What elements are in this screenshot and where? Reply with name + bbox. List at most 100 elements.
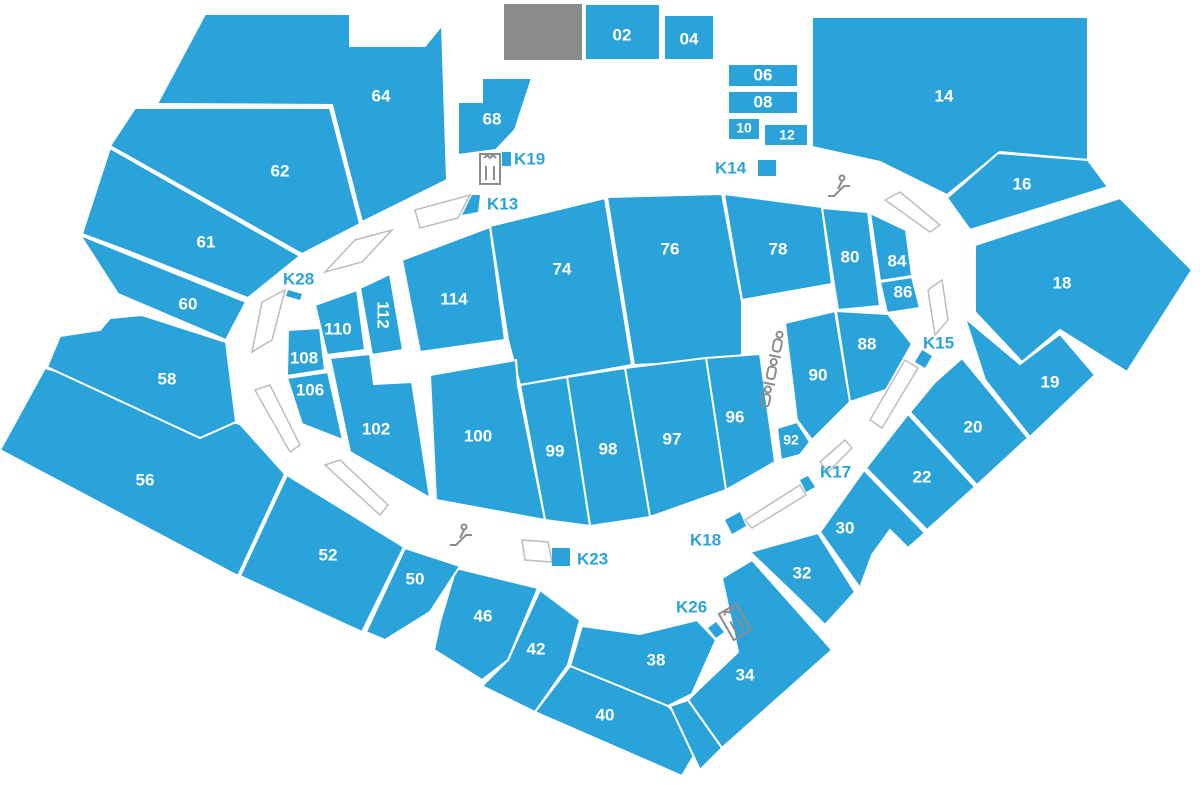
unit-label: 99 xyxy=(546,441,565,460)
unit-16[interactable]: 16 xyxy=(945,151,1110,232)
unit-34[interactable]: 34 xyxy=(686,558,834,750)
unit-06[interactable]: 06 xyxy=(727,63,799,88)
kiosk-k17-marker[interactable] xyxy=(800,476,815,492)
kiosk-k26[interactable]: K26 xyxy=(676,597,707,616)
unit-106[interactable]: 106 xyxy=(285,370,345,442)
kiosk-k14-marker[interactable] xyxy=(758,160,776,176)
unit-label: 114 xyxy=(440,289,468,308)
kiosk-k14[interactable]: K14 xyxy=(715,158,747,177)
unit-label: 32 xyxy=(793,563,812,582)
unit-label: 106 xyxy=(296,380,324,399)
unit-110[interactable]: 110 xyxy=(313,288,367,357)
unit-label: 76 xyxy=(661,239,680,258)
kiosk-k13[interactable]: K13 xyxy=(487,194,518,213)
unit-97[interactable]: 97 xyxy=(623,356,728,519)
kiosk-k19[interactable]: K19 xyxy=(514,149,545,168)
unit-02[interactable]: 02 xyxy=(584,3,661,61)
unit-label: 50 xyxy=(406,569,425,588)
unit-label: 92 xyxy=(783,432,799,448)
unit-90[interactable]: 90 xyxy=(783,309,852,442)
kiosk-k15[interactable]: K15 xyxy=(923,333,954,352)
escalator-icon xyxy=(828,174,850,197)
unit-label: 34 xyxy=(736,665,755,684)
unit-102[interactable]: 102 xyxy=(328,352,432,500)
unit-22[interactable]: 22 xyxy=(864,412,977,532)
unit-60[interactable]: 60 xyxy=(77,232,248,342)
unit-46[interactable]: 46 xyxy=(432,566,540,682)
unit-label: 52 xyxy=(319,545,338,564)
unit-label: 56 xyxy=(136,470,155,489)
unit-label: 06 xyxy=(754,65,773,84)
kiosk-k18-marker[interactable] xyxy=(725,512,746,534)
unit-52[interactable]: 52 xyxy=(238,473,406,634)
unit-label: 98 xyxy=(599,439,618,458)
restroom-icon xyxy=(760,330,784,408)
kiosk-k28-marker[interactable] xyxy=(286,290,302,300)
unit-68[interactable]: 68 xyxy=(457,77,534,157)
unit-34b[interactable] xyxy=(668,698,724,772)
unit-label: 86 xyxy=(894,282,913,301)
unit-58[interactable]: 58 xyxy=(45,313,238,440)
unit-61[interactable]: 61 xyxy=(80,146,302,300)
unit-label: 112 xyxy=(374,301,393,328)
escalator-icon xyxy=(450,523,472,546)
unit-label: 16 xyxy=(1013,174,1032,193)
elevator-icon xyxy=(479,153,501,185)
unit-label: 110 xyxy=(324,319,351,338)
unit-80[interactable]: 80 xyxy=(820,206,882,312)
kiosk-outlines xyxy=(250,191,949,563)
unit-62[interactable]: 62 xyxy=(108,107,362,256)
unit-label: 42 xyxy=(527,639,546,658)
unit-label: 20 xyxy=(964,417,983,436)
unit-108[interactable]: 108 xyxy=(285,326,327,378)
kiosk-k19-marker[interactable] xyxy=(502,152,511,166)
unavailable-unit xyxy=(504,4,582,60)
unit-label: 02 xyxy=(613,25,632,44)
unit-label: 102 xyxy=(362,419,390,438)
unit-86[interactable]: 86 xyxy=(878,275,922,315)
unit-78[interactable]: 78 xyxy=(722,192,834,302)
unit-label: 46 xyxy=(474,606,493,625)
unit-12[interactable]: 12 xyxy=(763,123,809,147)
unit-label: 12 xyxy=(779,127,795,143)
unit-32[interactable]: 32 xyxy=(748,531,857,627)
unit-64[interactable]: 64 xyxy=(155,13,449,224)
unit-label: 22 xyxy=(913,467,932,486)
kiosk-k28[interactable]: K28 xyxy=(283,269,314,288)
unit-100[interactable]: 100 xyxy=(428,358,547,522)
unit-label: 62 xyxy=(271,161,290,180)
unit-08[interactable]: 08 xyxy=(727,90,799,115)
unit-74[interactable]: 74 xyxy=(488,196,634,387)
kiosk-k13-marker[interactable] xyxy=(462,195,480,215)
unit-label: 60 xyxy=(179,294,198,313)
unit-label: 30 xyxy=(836,518,855,537)
unit-18[interactable]: 18 xyxy=(974,196,1194,374)
unit-label: 08 xyxy=(754,92,773,111)
kiosk-k26-marker[interactable] xyxy=(708,622,724,638)
kiosk-k17[interactable]: K17 xyxy=(820,462,851,481)
kiosk-k23-marker[interactable] xyxy=(552,548,570,566)
unit-label: 14 xyxy=(935,86,954,105)
unit-50[interactable]: 50 xyxy=(364,546,462,642)
unit-20[interactable]: 20 xyxy=(908,356,1030,487)
unit-112[interactable]: 112 xyxy=(358,272,405,357)
unit-label: 96 xyxy=(726,407,745,426)
unit-10[interactable]: 10 xyxy=(727,117,761,141)
unit-label: 90 xyxy=(809,365,828,384)
unit-76[interactable]: 76 xyxy=(605,192,743,367)
unit-30[interactable]: 30 xyxy=(818,468,927,591)
kiosk-k18[interactable]: K18 xyxy=(690,530,721,549)
unit-label: 80 xyxy=(841,247,860,266)
unit-114[interactable]: 114 xyxy=(400,225,507,354)
unit-label: 100 xyxy=(464,426,492,445)
unit-92[interactable]: 92 xyxy=(775,420,812,462)
unit-label: 74 xyxy=(553,259,572,278)
unit-19[interactable]: 19 xyxy=(962,315,1097,439)
kiosk-k23[interactable]: K23 xyxy=(577,549,608,568)
unit-label: 61 xyxy=(197,232,216,251)
unit-label: 38 xyxy=(647,650,666,669)
unit-label: 19 xyxy=(1041,372,1060,391)
unit-04[interactable]: 04 xyxy=(663,14,715,61)
kiosk-k15-marker[interactable] xyxy=(915,350,932,368)
